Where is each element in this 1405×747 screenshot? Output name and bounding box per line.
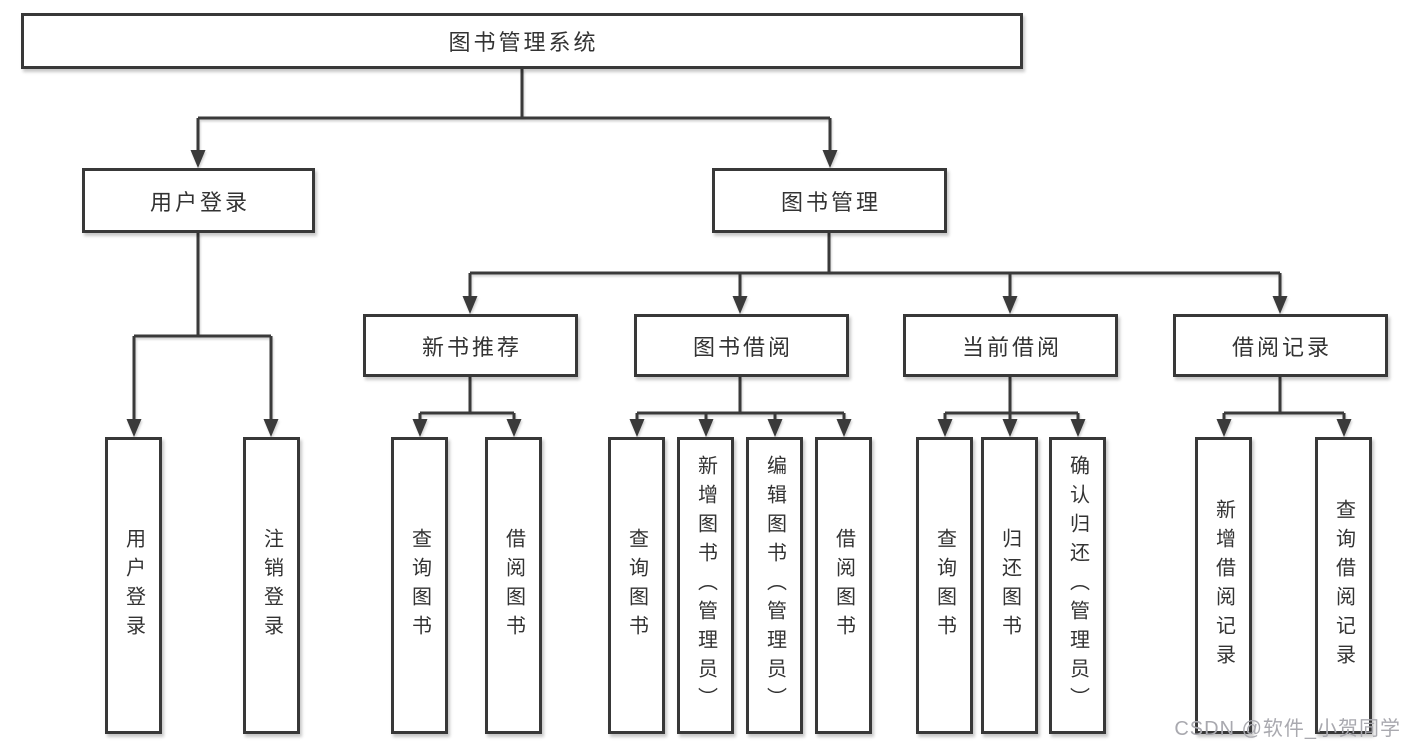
leaf-borrow-add-label: 新增图书（管理员） — [694, 455, 717, 716]
leaf-logout-label: 注销登录 — [260, 527, 283, 644]
node-borrow-record-label: 借阅记录 — [1231, 334, 1332, 360]
leaf-new-book-borrow: 借阅图书 — [485, 437, 542, 734]
leaf-record-query: 查询借阅记录 — [1315, 437, 1372, 734]
leaf-user-login: 用户登录 — [105, 437, 162, 734]
leaf-borrow-add: 新增图书（管理员） — [677, 437, 734, 734]
node-user-login-label: 用户登录 — [149, 189, 250, 215]
watermark: CSDN @软件_小贺同学 — [1174, 718, 1401, 740]
leaf-record-add-label: 新增借阅记录 — [1212, 498, 1235, 673]
connector-book-management-split — [468, 233, 1282, 298]
node-root-label: 图书管理系统 — [448, 30, 599, 55]
leaf-current-return-label: 归还图书 — [998, 527, 1021, 644]
leaf-new-book-query-label: 查询图书 — [408, 527, 431, 644]
leaf-borrow-query: 查询图书 — [608, 437, 665, 734]
node-root: 图书管理系统 — [21, 13, 1023, 69]
connector-borrow-record-split — [1222, 377, 1346, 421]
leaf-borrow-edit: 编辑图书（管理员） — [746, 437, 803, 734]
leaf-borrow-query-label: 查询图书 — [625, 527, 648, 644]
node-book-management-label: 图书管理 — [780, 189, 881, 215]
leaf-user-login-label: 用户登录 — [122, 527, 145, 644]
leaf-current-query-label: 查询图书 — [933, 527, 956, 644]
node-current-borrow: 当前借阅 — [903, 314, 1118, 377]
leaf-new-book-borrow-label: 借阅图书 — [502, 527, 525, 644]
node-user-login: 用户登录 — [82, 168, 315, 233]
leaf-current-confirm-return: 确认归还（管理员） — [1049, 437, 1106, 734]
leaf-borrow-book-label: 借阅图书 — [832, 527, 855, 644]
connector-new-book-split — [418, 377, 516, 421]
leaf-current-query: 查询图书 — [916, 437, 973, 734]
node-borrow-record: 借阅记录 — [1173, 314, 1388, 377]
leaf-borrow-edit-label: 编辑图书（管理员） — [763, 455, 786, 716]
leaf-new-book-query: 查询图书 — [391, 437, 448, 734]
leaf-record-query-label: 查询借阅记录 — [1332, 498, 1355, 673]
leaf-borrow-book: 借阅图书 — [815, 437, 872, 734]
leaf-current-return: 归还图书 — [981, 437, 1038, 734]
node-current-borrow-label: 当前借阅 — [961, 334, 1062, 360]
connector-book-borrow-split — [635, 377, 846, 421]
leaf-logout: 注销登录 — [243, 437, 300, 734]
leaf-current-confirm-return-label: 确认归还（管理员） — [1066, 455, 1089, 716]
node-book-borrow-label: 图书借阅 — [692, 334, 793, 360]
node-new-book: 新书推荐 — [363, 314, 578, 377]
arrowheads — [126, 150, 1352, 437]
node-book-management: 图书管理 — [712, 168, 947, 233]
leaf-record-add: 新增借阅记录 — [1195, 437, 1252, 734]
connector-current-borrow-split — [943, 377, 1080, 421]
node-book-borrow: 图书借阅 — [634, 314, 849, 377]
connector-user-login-split — [132, 233, 273, 421]
connector-root-split — [196, 69, 832, 152]
node-new-book-label: 新书推荐 — [421, 334, 522, 360]
